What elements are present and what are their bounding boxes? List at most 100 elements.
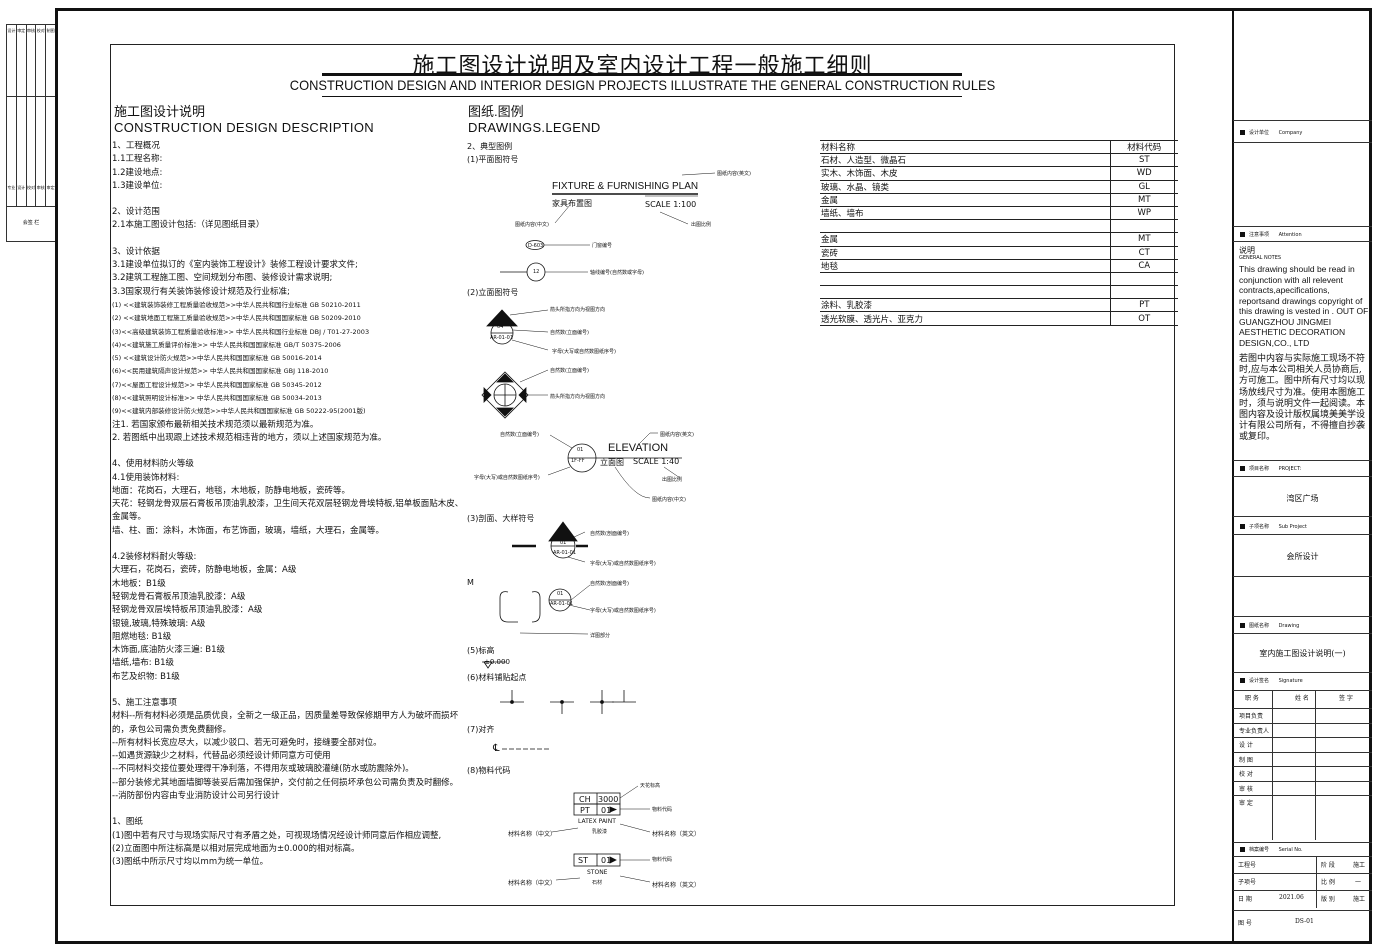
- description-line: 3.3国家现行有关装饰装修设计规范及行业标准;: [112, 286, 290, 297]
- description-line: (4)<<建筑施工质量评价标准>> 中华人民共和国国家标准 GB/T 50375…: [112, 340, 341, 349]
- drawing-value: 室内施工图设计说明(一): [1259, 649, 1346, 658]
- general-notes-cn: 若图中内容与实际施工现场不符时,应与本公司相关人员协商后,方可施工。图中所有尺寸…: [1239, 354, 1366, 443]
- elevation-arrow: [496, 373, 514, 383]
- elev2-note-b: 箭头所指方向为视图方向: [550, 394, 606, 400]
- tb-divider: [1233, 633, 1372, 634]
- material-name: [820, 219, 1110, 234]
- stamp-top-cells: 设计 审定 审核 校对 制图: [7, 25, 55, 97]
- leader-line: [568, 604, 591, 611]
- leader-line: [570, 584, 591, 601]
- leader-line: [619, 875, 651, 883]
- elev3-note-c: 出图比例: [662, 477, 683, 483]
- serial-label: 档案编号 Serial No.: [1240, 846, 1303, 853]
- material-code: OT: [1109, 311, 1178, 326]
- section-bottom: AR-01-01: [553, 550, 577, 556]
- signature-row: 审 定: [1233, 795, 1372, 810]
- section-note-b: 字母(大写)或自然数图纸序号): [590, 561, 656, 567]
- description-line: --所有材料长宽应尽大，以减少驳口、若无可避免时，接缝要全部对位。: [112, 737, 382, 748]
- description-line: (1) <<建筑装饰装修工程质量验收规范>>中华人民共和国行业标准 GB 502…: [112, 300, 361, 309]
- material-name: 墙纸、墙布: [820, 206, 1110, 221]
- description-line: 墙纸,墙布: B1级: [112, 658, 175, 669]
- leader-line: [549, 434, 573, 449]
- signature-cn: 设计签名: [1249, 678, 1270, 684]
- description-line: (2) <<建筑地面工程施工质量验收规范>>中华人民共和国国家标准 GB 502…: [112, 314, 361, 323]
- drawing-no-value: DS-01: [1295, 918, 1314, 925]
- title-rule-thick: [322, 73, 962, 76]
- code1-c: PT: [580, 806, 590, 815]
- sig-grid-vline: [1315, 690, 1316, 840]
- info-row: 图 号 DS-01: [1233, 910, 1372, 934]
- attention-en: Attention: [1278, 232, 1302, 238]
- stamp-cell: 审定: [46, 185, 55, 190]
- leader-line: [567, 556, 586, 563]
- signature-role: 专业负责人: [1239, 727, 1270, 735]
- tb-divider: [1233, 516, 1372, 517]
- door-tag-note: 门窗编号: [592, 243, 613, 249]
- signature-row: 审 核: [1233, 780, 1372, 796]
- leader-line: [509, 309, 549, 316]
- leader-line: [511, 339, 549, 351]
- description-line: 轻钢龙骨石膏板吊顶油乳胶漆：A级: [112, 591, 246, 602]
- sig-grid-vline: [1272, 690, 1273, 840]
- info-grid-vline: [1316, 856, 1317, 908]
- signature-row: 校 对: [1233, 766, 1372, 781]
- description-line: --部分装修尤其地面墙脚等装妥后需加强保护，交付前之任何损坏承包公司需负责及时翻…: [112, 777, 459, 788]
- elevation-arrow: [496, 407, 514, 417]
- legend-heading: 图纸.图例 DRAWINGS.LEGEND: [468, 104, 601, 136]
- elev1-note-b: 自然数(立面编号): [550, 330, 589, 336]
- leader-line: [555, 877, 581, 881]
- elev3-note-b: 图纸内容(英文): [660, 432, 694, 438]
- elev1-note-a: 箭头所指方向为视图方向: [550, 307, 606, 313]
- material-code: MT: [1109, 193, 1178, 207]
- plan-title-en: FIXTURE & FURNISHING PLAN: [552, 181, 699, 192]
- leader-line: [619, 823, 651, 833]
- sub-no-label: 子项号: [1238, 879, 1257, 886]
- tb-divider: [1233, 460, 1372, 461]
- plan-symbol-label: (1)平面图符号: [467, 155, 519, 164]
- description-line: 木地板：B1级: [112, 578, 166, 589]
- detail-m-label: M: [467, 578, 474, 587]
- code2-note-en: 材料名称（英文）: [652, 882, 701, 889]
- subproject-label: 子项名称 Sub Project: [1240, 523, 1307, 530]
- stage-value: 施工: [1353, 862, 1366, 869]
- signature-role: 校 对: [1239, 771, 1253, 778]
- material-code: PT: [1109, 298, 1178, 313]
- description-line: (3)<<高级建筑装饰工程质量验收标准>> 中华人民共和国行业标准 DBJ / …: [112, 327, 370, 336]
- code1-d: 01: [601, 806, 612, 815]
- align-label: (7)对齐: [467, 725, 495, 734]
- leader-line: [637, 432, 651, 446]
- description-line: 1.1工程名称:: [112, 154, 163, 165]
- material-name: 金属: [820, 232, 1110, 247]
- elev3-title-cn: 立面图: [600, 458, 624, 467]
- note-plan-name-cn: 图纸内容(中文): [515, 222, 549, 228]
- elev3-note-d: 字母(大写)或自然数图纸序号): [474, 475, 540, 481]
- elev3-scale: SCALE 1:40: [633, 457, 680, 466]
- description-line: 4.1使用装饰材料:: [112, 472, 180, 483]
- code1-a: CH: [579, 795, 591, 804]
- stamp-cell: 设计: [17, 97, 27, 206]
- description-line: 3、设计依据: [112, 246, 160, 257]
- general-notes-en: This drawing should be read in conjuncti…: [1239, 264, 1369, 348]
- version-label: 版 别: [1321, 896, 1335, 903]
- description-line: 1、图纸: [112, 817, 143, 828]
- code1-note-mid: 物料代码: [652, 807, 673, 813]
- legend-symbols-drawing: [481, 172, 716, 883]
- description-line: 的，承包公司需负责免费翻修。: [112, 724, 232, 735]
- attention-label: 注意事项 Attention: [1240, 231, 1302, 238]
- description-line: 天花：轻钢龙骨双层石膏板吊顶油乳胶漆，卫生间天花双层轻钢龙骨埃特板,铝单板面贴木…: [112, 499, 464, 510]
- elev3-note-a: 自然数(立面编号): [500, 432, 539, 438]
- info-row: 日 期 2021.06 版 别 施工: [1233, 890, 1372, 907]
- bullet-square-icon: [1240, 847, 1245, 852]
- bullet-square-icon: [1240, 623, 1245, 628]
- description-line: 墙、柱、面：涂料，木饰面，布艺饰面，玻璃，墙纸，大理石，金属等。: [112, 525, 385, 536]
- material-name: 地毯: [820, 259, 1110, 273]
- stamp-cell: 校对: [36, 25, 47, 96]
- code1-b: 3000: [598, 795, 619, 804]
- description-line: 3.1建设单位拟订的《室内装饰工程设计》装修工程设计要求文件;: [112, 260, 358, 271]
- drawing-en: Drawing: [1278, 623, 1300, 629]
- description-line: 木饰面,底油防火漆三遍: B1级: [112, 645, 226, 656]
- description-line: 4、使用材料防火等级: [112, 459, 194, 470]
